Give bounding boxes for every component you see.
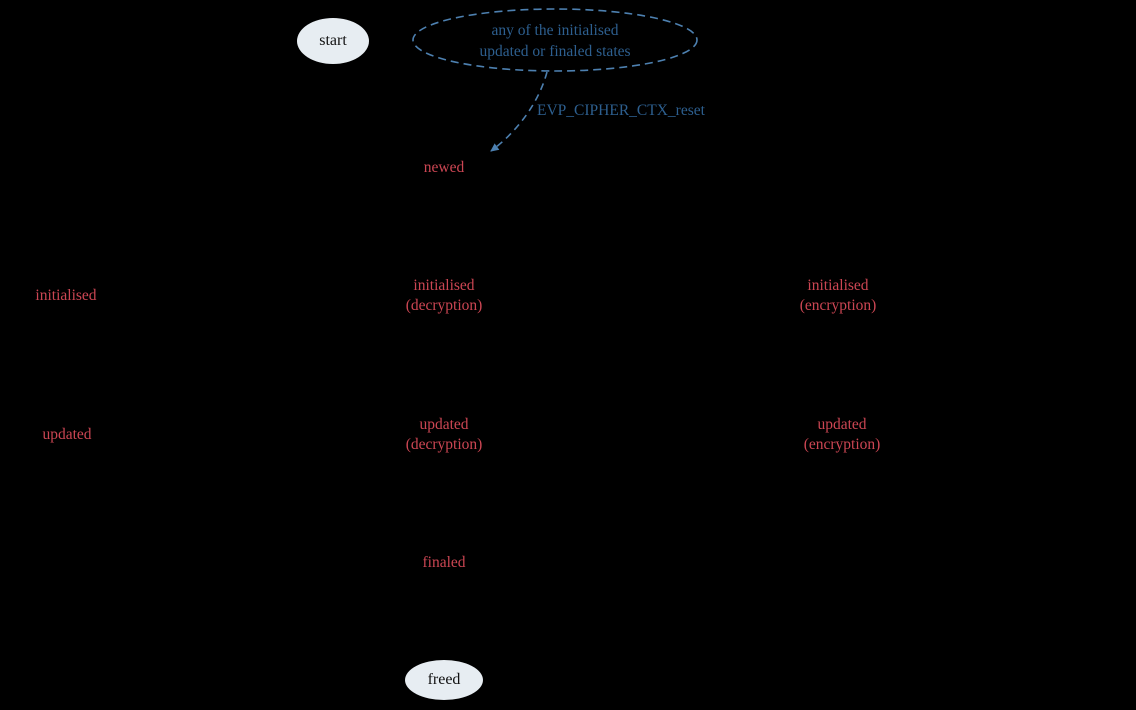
- state-initialised-encryption: initialised (encryption): [800, 276, 877, 316]
- freed-node: freed: [405, 660, 483, 700]
- freed-node-label: freed: [427, 671, 461, 688]
- state-initialised-decryption-line2: (decryption): [405, 297, 483, 314]
- state-finaled: finaled: [422, 553, 465, 573]
- start-node: start: [297, 18, 369, 64]
- state-updated-encryption-line1: updated: [817, 416, 867, 433]
- reset-transition-arrow: [490, 71, 548, 152]
- any-state-ellipse: [412, 8, 698, 72]
- any-state-label-line2: updated or finaled states: [479, 43, 631, 60]
- state-initialised: initialised: [35, 286, 96, 306]
- state-initialised-label: initialised: [35, 287, 97, 304]
- state-initialised-decryption: initialised (decryption): [406, 276, 483, 316]
- state-newed: newed: [424, 158, 464, 178]
- state-updated-decryption-line2: (decryption): [405, 436, 483, 453]
- any-state-label-line1: any of the initialised: [491, 22, 619, 39]
- state-updated-decryption-line1: updated: [419, 416, 469, 433]
- state-updated-encryption-line2: (encryption): [803, 436, 881, 453]
- state-finaled-label: finaled: [422, 554, 466, 571]
- state-newed-label: newed: [423, 159, 465, 176]
- state-updated-encryption: updated (encryption): [804, 415, 881, 455]
- state-updated-label: updated: [42, 426, 92, 443]
- reset-transition-label: EVP_CIPHER_CTX_reset: [537, 102, 705, 120]
- start-node-label: start: [319, 32, 347, 49]
- reset-transition-label-text: EVP_CIPHER_CTX_reset: [537, 102, 705, 119]
- state-initialised-encryption-line1: initialised: [807, 277, 869, 294]
- any-state-label: any of the initialised updated or finale…: [479, 20, 630, 62]
- state-initialised-encryption-line2: (encryption): [799, 297, 877, 314]
- state-initialised-decryption-line1: initialised: [413, 277, 475, 294]
- state-updated-decryption: updated (decryption): [406, 415, 483, 455]
- state-updated: updated: [42, 425, 91, 445]
